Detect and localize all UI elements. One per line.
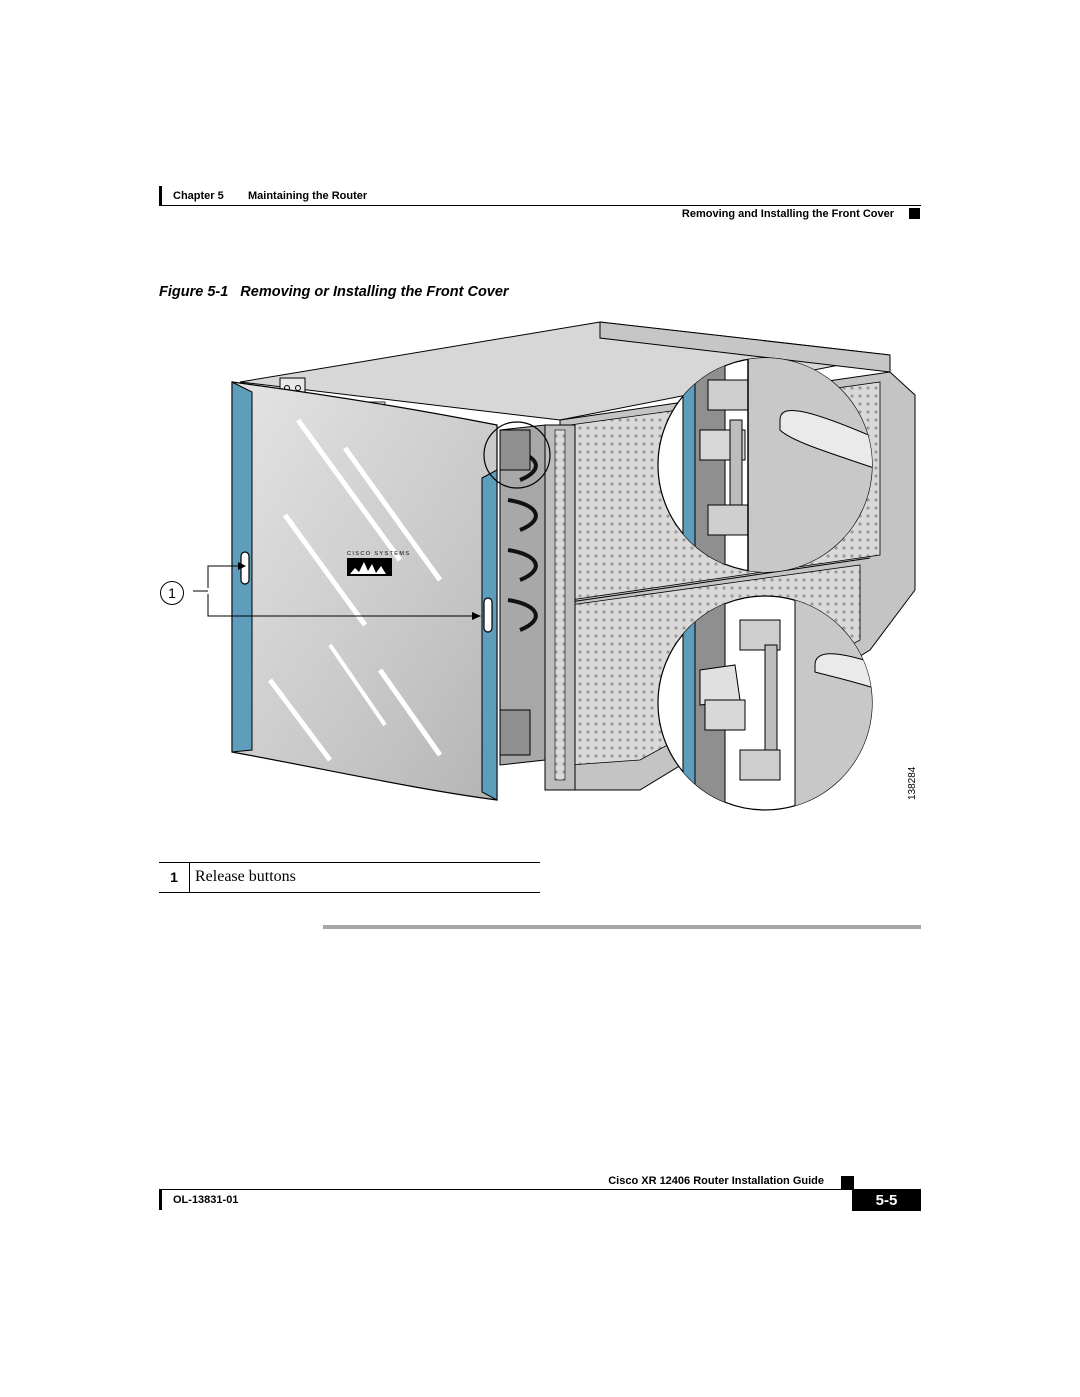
- figure-caption: Figure 5-1 Removing or Installing the Fro…: [159, 284, 509, 300]
- cisco-logo: CISCO SYSTEMS: [347, 551, 410, 576]
- header-right-marker: [909, 208, 920, 219]
- header-left-bar: [159, 186, 162, 206]
- art-id: 138284: [907, 766, 918, 800]
- callout-1: 1: [160, 581, 184, 605]
- section-separator: [323, 925, 921, 929]
- chapter-title: Maintaining the Router: [248, 190, 368, 202]
- chassis-top: [239, 321, 891, 421]
- callout-leaders: [193, 562, 481, 620]
- page-number: 5-5: [852, 1189, 921, 1211]
- svg-text:CISCO SYSTEMS: CISCO SYSTEMS: [347, 551, 410, 557]
- front-cover-illustration: CISCO SYSTEMS: [193, 321, 918, 811]
- footer-rule: [159, 1189, 921, 1190]
- front-rail: [499, 424, 576, 791]
- figure-number: Figure 5-1: [159, 284, 229, 300]
- guide-title: Cisco XR 12406 Router Installation Guide: [608, 1175, 824, 1187]
- front-cover: [231, 381, 498, 801]
- detail-highlight-circle: [483, 421, 551, 489]
- doc-id: OL-13831-01: [173, 1194, 239, 1206]
- header-rule: [159, 205, 921, 206]
- legend-row-number: 1: [170, 869, 178, 885]
- section-title: Removing and Installing the Front Cover: [681, 208, 894, 220]
- legend-row: 1 Release buttons: [159, 863, 540, 893]
- detail-view-top: [657, 357, 873, 573]
- legend-divider: [189, 863, 190, 893]
- detail-view-bottom: [657, 595, 873, 811]
- legend-row-label: Release buttons: [195, 868, 296, 885]
- footer-marker: [841, 1176, 854, 1189]
- figure-title: Removing or Installing the Front Cover: [240, 284, 509, 300]
- legend-bottom-rule: [159, 892, 540, 893]
- footer-left-bar: [159, 1190, 162, 1210]
- legend-top-rule: [159, 862, 540, 863]
- chapter-label: Chapter 5: [173, 190, 224, 202]
